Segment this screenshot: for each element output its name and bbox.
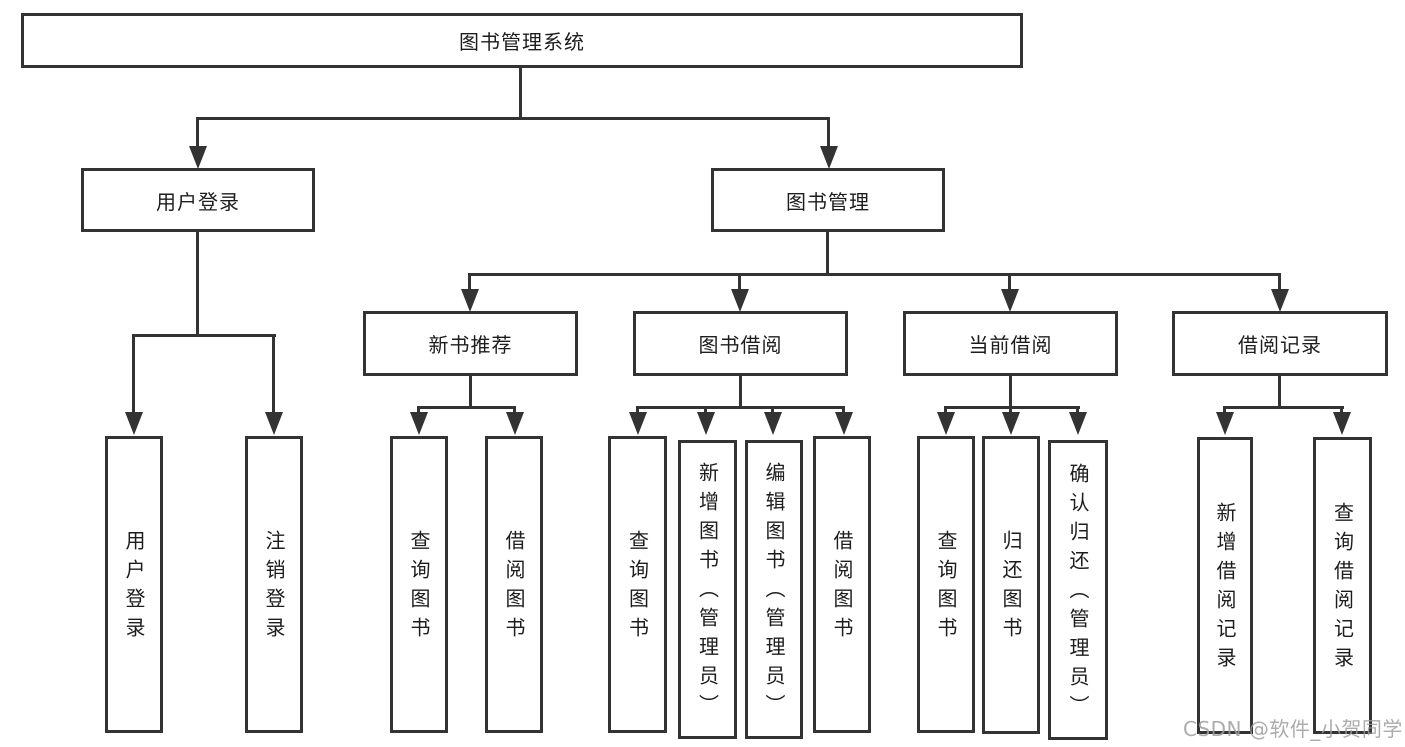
- node-borrowing-records: 借阅记录: [1172, 311, 1388, 376]
- node-root-system: 图书管理系统: [21, 13, 1023, 68]
- arrow-down-icon: [189, 146, 207, 169]
- connector-current-stem: [1009, 376, 1012, 409]
- node-book-borrowing: 图书借阅: [633, 311, 848, 376]
- leaf-user-login: 用户登录: [105, 436, 163, 733]
- connector-drop-leaf: [1009, 406, 1012, 414]
- arrow-down-icon: [1216, 412, 1234, 435]
- connector-recommend-bus: [417, 406, 516, 409]
- leaf-add-books-admin: 新增图书（管理员）: [678, 440, 737, 739]
- arrow-down-icon: [937, 412, 955, 435]
- connector-records-bus: [1223, 406, 1344, 409]
- connector-user-login-bus: [132, 334, 276, 337]
- connector-recommend-stem: [469, 376, 472, 409]
- connector-drop-leaf: [132, 334, 135, 414]
- node-current-borrowing: 当前借阅: [903, 311, 1118, 376]
- connector-drop-section: [1278, 273, 1281, 293]
- arrow-down-icon: [697, 412, 715, 435]
- connector-drop-leaf: [636, 406, 639, 414]
- arrow-down-icon: [1271, 289, 1289, 312]
- leaf-logout: 注销登录: [245, 436, 303, 733]
- arrow-down-icon: [731, 289, 749, 312]
- connector-user-login-stem: [196, 232, 199, 337]
- arrow-down-icon: [1002, 412, 1020, 435]
- node-new-book-recommend: 新书推荐: [363, 311, 578, 376]
- connector-root-stem: [519, 68, 522, 120]
- arrow-down-icon: [410, 412, 428, 435]
- leaf-borrow-books-borrowing: 借阅图书: [813, 436, 871, 733]
- node-user-login: 用户登录: [81, 168, 315, 232]
- connector-borrowing-stem: [739, 376, 742, 409]
- arrow-down-icon: [835, 412, 853, 435]
- leaf-borrow-books-recommend: 借阅图书: [485, 436, 543, 733]
- leaf-confirm-return-admin: 确认归还（管理员）: [1048, 440, 1108, 740]
- connector-drop-leaf: [272, 334, 275, 414]
- arrow-down-icon: [629, 412, 647, 435]
- arrow-down-icon: [1333, 412, 1351, 435]
- leaf-add-borrow-record: 新增借阅记录: [1197, 437, 1253, 734]
- arrow-down-icon: [1069, 412, 1087, 435]
- connector-current-bus: [944, 406, 1080, 409]
- connector-drop-section: [738, 273, 741, 293]
- connector-drop-leaf: [771, 406, 774, 414]
- leaf-return-books: 归还图书: [982, 436, 1040, 734]
- connector-records-stem: [1278, 376, 1281, 409]
- leaf-query-borrow-record: 查询借阅记录: [1313, 437, 1372, 734]
- connector-book-management-stem: [826, 232, 829, 276]
- arrow-down-icon: [1001, 289, 1019, 312]
- arrow-down-icon: [461, 289, 479, 312]
- csdn-watermark: CSDN @软件_小贺同学: [1183, 717, 1403, 741]
- connector-drop-section: [468, 273, 471, 293]
- connector-drop-leaf: [704, 406, 707, 414]
- connector-borrowing-bus: [636, 406, 845, 409]
- connector-drop-leaf: [1223, 406, 1226, 414]
- connector-drop-book-management: [827, 117, 830, 149]
- arrow-down-icon: [820, 146, 838, 169]
- arrow-down-icon: [265, 412, 283, 435]
- node-book-management: 图书管理: [711, 168, 945, 232]
- connector-drop-leaf: [1340, 406, 1343, 414]
- arrow-down-icon: [125, 412, 143, 435]
- connector-root-bus: [196, 117, 830, 120]
- connector-drop-leaf: [944, 406, 947, 414]
- connector-drop-user-login: [196, 117, 199, 149]
- leaf-edit-books-admin: 编辑图书（管理员）: [745, 440, 803, 739]
- connector-drop-leaf: [513, 406, 516, 414]
- connector-drop-section: [1008, 273, 1011, 293]
- connector-drop-leaf: [1076, 406, 1079, 414]
- leaf-query-books-current: 查询图书: [917, 436, 975, 733]
- connector-book-management-bus: [468, 273, 1281, 276]
- connector-drop-leaf: [842, 406, 845, 414]
- connector-drop-leaf: [417, 406, 420, 414]
- leaf-query-books-recommend: 查询图书: [390, 436, 448, 733]
- arrow-down-icon: [506, 412, 524, 435]
- arrow-down-icon: [764, 412, 782, 435]
- leaf-query-books-borrowing: 查询图书: [608, 436, 667, 733]
